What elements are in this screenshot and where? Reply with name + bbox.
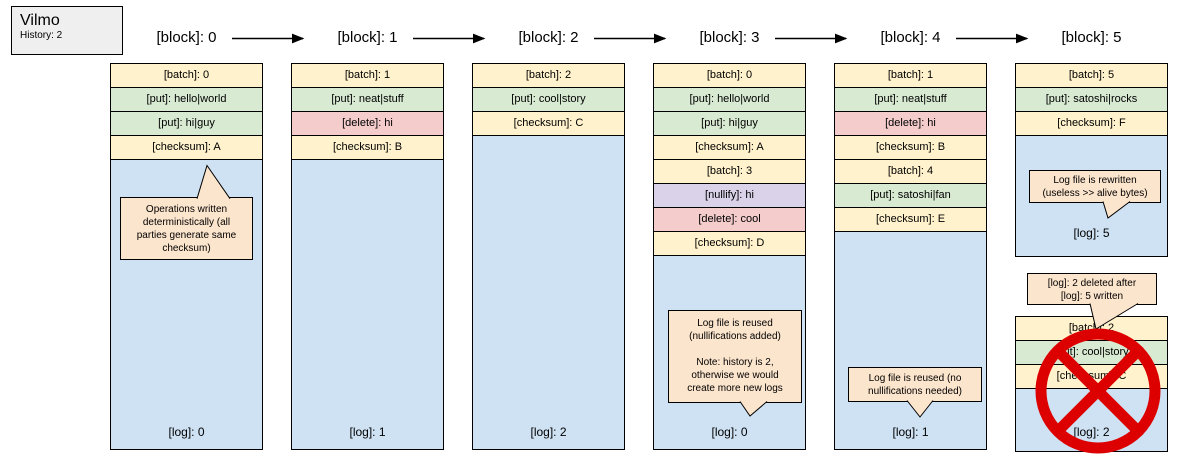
- op-row-batch: [batch]: 1: [292, 64, 443, 87]
- block-2-batch-ops: [batch]: 2 [put]: cool|story [checksum]:…: [472, 63, 625, 136]
- log-label: [log]: 0: [168, 425, 205, 439]
- op-row-batch: [batch]: 2: [1016, 317, 1167, 340]
- op-row-checksum: [checksum]: E: [835, 207, 986, 231]
- log-label: [log]: 1: [349, 425, 386, 439]
- op-row-batch: [batch]: 3: [654, 159, 805, 183]
- op-row-put: [put]: cool|story: [1016, 340, 1167, 364]
- deleted-block-2-batch-ops: [batch]: 2 [put]: cool|story [checksum]:…: [1015, 316, 1168, 389]
- legend-box: Vilmo History: 2: [11, 6, 123, 55]
- block-5-batch-ops: [batch]: 5 [put]: satoshi|rocks [checksu…: [1015, 63, 1168, 136]
- op-row-put: [put]: neat|stuff: [292, 87, 443, 111]
- block-header-4: [block]: 4: [880, 29, 941, 46]
- block-header-1: [block]: 1: [337, 29, 398, 46]
- op-row-checksum: [checksum]: F: [1016, 111, 1167, 135]
- op-row-put: [put]: satoshi|fan: [835, 183, 986, 207]
- op-row-batch: [batch]: 4: [835, 159, 986, 183]
- op-row-checksum: [checksum]: C: [473, 111, 624, 135]
- op-row-batch: [batch]: 0: [111, 64, 262, 87]
- note-log-reused: Log file is reused (no nullifications ne…: [848, 367, 982, 402]
- block-4-log-file: [log]: 1: [834, 231, 987, 450]
- block-3-batch-ops: [batch]: 0 [put]: hello|world [put]: hi|…: [653, 63, 806, 256]
- op-row-nullify: [nullify]: hi: [654, 183, 805, 207]
- log-label: [log]: 1: [892, 425, 929, 439]
- block-4-batch-ops: [batch]: 1 [put]: neat|stuff [delete]: h…: [834, 63, 987, 232]
- log-label: [log]: 5: [1073, 226, 1110, 240]
- op-row-batch: [batch]: 1: [835, 64, 986, 87]
- op-row-delete: [delete]: hi: [835, 111, 986, 135]
- deleted-block-2-log-file: [log]: 2: [1015, 388, 1168, 452]
- block-1-batch-ops: [batch]: 1 [put]: neat|stuff [delete]: h…: [291, 63, 444, 160]
- op-row-batch: [batch]: 0: [654, 64, 805, 87]
- block-header-5: [block]: 5: [1061, 29, 1122, 46]
- op-row-batch: [batch]: 2: [473, 64, 624, 87]
- op-row-delete: [delete]: cool: [654, 207, 805, 231]
- note-log-reused-nullifications: Log file is reused (nullifications added…: [668, 310, 802, 403]
- op-row-checksum: [checksum]: A: [654, 135, 805, 159]
- block-2-log-file: [log]: 2: [472, 135, 625, 450]
- op-row-put: [put]: hi|guy: [111, 111, 262, 135]
- block-1-log-file: [log]: 1: [291, 159, 444, 450]
- block-0-batch-ops: [batch]: 0 [put]: hello|world [put]: hi|…: [110, 63, 263, 160]
- op-row-put: [put]: hello|world: [111, 87, 262, 111]
- block-header-3: [block]: 3: [699, 29, 760, 46]
- op-row-put: [put]: hello|world: [654, 87, 805, 111]
- legend-title: Vilmo: [20, 12, 60, 29]
- note-log-deleted: [log]: 2 deleted after [log]: 5 written: [1027, 273, 1157, 305]
- op-row-checksum: [checksum]: B: [292, 135, 443, 159]
- log-label: [log]: 0: [711, 425, 748, 439]
- legend-subtitle: History: 2: [20, 30, 63, 41]
- op-row-checksum: [checksum]: D: [654, 231, 805, 255]
- op-row-delete: [delete]: hi: [292, 111, 443, 135]
- log-label: [log]: 2: [530, 425, 567, 439]
- op-row-put: [put]: satoshi|rocks: [1016, 87, 1167, 111]
- block-header-2: [block]: 2: [518, 29, 579, 46]
- op-row-batch: [batch]: 5: [1016, 64, 1167, 87]
- block-header-0: [block]: 0: [156, 29, 217, 46]
- op-row-checksum: [checksum]: B: [835, 135, 986, 159]
- op-row-checksum: [checksum]: C: [1016, 364, 1167, 388]
- op-row-checksum: [checksum]: A: [111, 135, 262, 159]
- op-row-put: [put]: neat|stuff: [835, 87, 986, 111]
- note-log-rewritten: Log file is rewritten (useless >> alive …: [1029, 170, 1161, 203]
- note-deterministic: Operations written deterministically (al…: [120, 197, 253, 260]
- op-row-put: [put]: cool|story: [473, 87, 624, 111]
- op-row-put: [put]: hi|guy: [654, 111, 805, 135]
- log-label: [log]: 2: [1073, 425, 1110, 439]
